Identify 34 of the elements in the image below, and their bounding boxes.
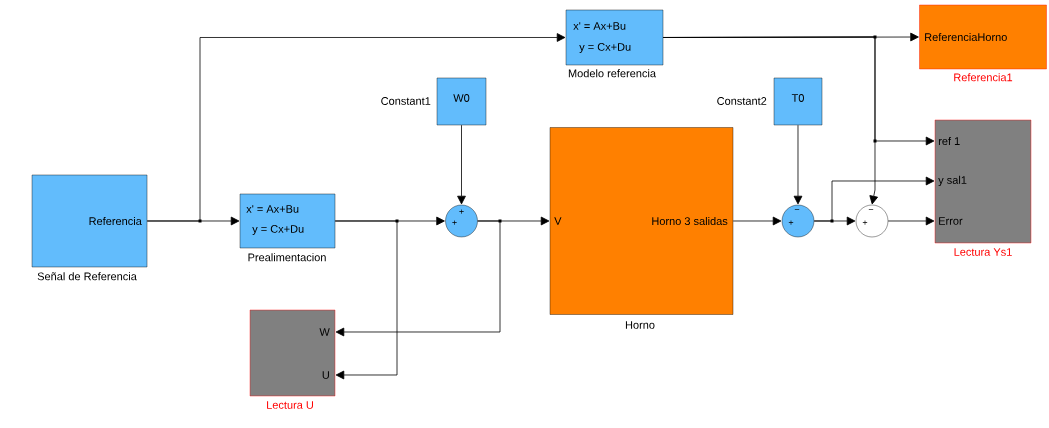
node-label: W [319, 328, 330, 336]
scope-block: ref 1 y sal1 Error [934, 119, 1032, 244]
plant-block: V Horno 3 salidas [549, 127, 734, 315]
arrow [732, 216, 782, 226]
block-title: Señal de Referencia [37, 272, 137, 281]
block-title: Prealimentacion [248, 253, 326, 262]
node-label: ref 1 [938, 136, 960, 146]
arrow [457, 124, 466, 205]
source-block: Referencia [31, 174, 148, 268]
state-space-block: x' = Ax+Bu y = Cx+Du [239, 193, 336, 249]
block-title: Constant2 [717, 97, 767, 105]
node-label: U [322, 371, 329, 379]
scope-block: W U [249, 309, 336, 397]
arrow [793, 124, 803, 205]
arrow [887, 216, 935, 226]
block-title: Lectura U [267, 401, 313, 409]
constant-block: W0 [436, 77, 487, 126]
node-label: V [554, 217, 562, 225]
arrow [146, 33, 566, 222]
scope-block: ReferenciaHorno [919, 4, 1047, 70]
node-label: Error [939, 217, 963, 225]
arrow [334, 220, 398, 380]
arrow [662, 36, 878, 205]
constant-block: T0 [773, 77, 823, 126]
block-title: Modelo referencia [568, 69, 656, 78]
block-title: Lectura Ys1 [954, 248, 1012, 256]
node-label: y sal1 [938, 175, 967, 187]
arrow [335, 220, 501, 337]
state-space-block: x' = Ax+Bu y = Cx+Du [565, 9, 664, 66]
block-title: Referencia1 [954, 73, 1013, 82]
block-title: Constant1 [381, 97, 431, 105]
node-label: Horno 3 salidas [652, 216, 728, 226]
arrow [813, 176, 935, 222]
block-title: Horno [625, 321, 655, 329]
